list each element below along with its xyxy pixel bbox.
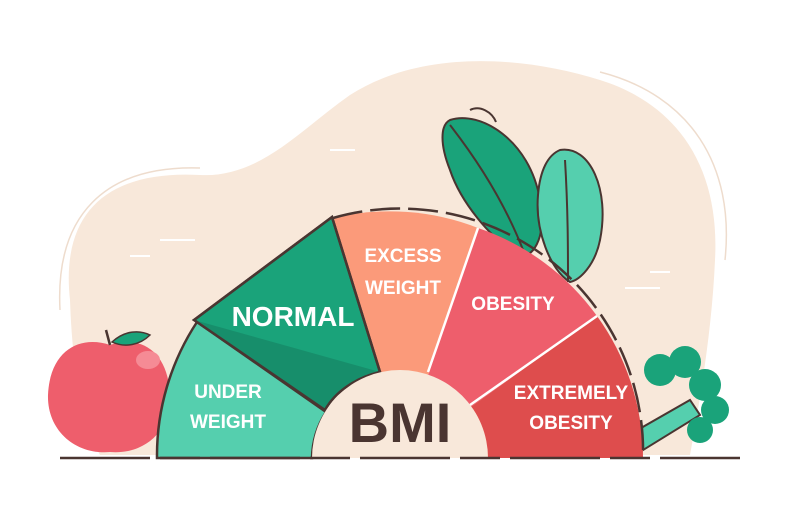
label-underweight-1: UNDER bbox=[194, 382, 262, 403]
label-underweight-2: WEIGHT bbox=[190, 412, 266, 433]
blob-outline bbox=[58, 71, 728, 311]
segment-excess-weight bbox=[333, 211, 478, 458]
label-excess-2: WEIGHT bbox=[365, 278, 441, 299]
gauge bbox=[60, 207, 740, 460]
label-normal: NORMAL bbox=[232, 301, 355, 332]
leaves bbox=[441, 107, 604, 284]
decorative-dashes bbox=[130, 149, 670, 289]
apple-icon bbox=[47, 329, 171, 453]
label-excess-1: EXCESS bbox=[364, 246, 441, 267]
bmi-center-label: BMI bbox=[349, 391, 452, 454]
bmi-hub bbox=[312, 370, 488, 458]
label-extreme-1: EXTREMELY bbox=[514, 383, 629, 404]
label-obesity: OBESITY bbox=[471, 294, 555, 315]
label-extreme-2: OBESITY bbox=[529, 413, 613, 434]
